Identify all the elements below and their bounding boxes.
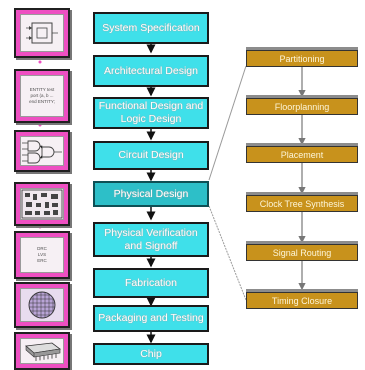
flow-label: Architectural Design [104,64,198,77]
step-partitioning: Partitioning [246,50,358,67]
flow-functional-logic-design: Functional Design and Logic Design [93,97,209,129]
flow-label: Fabrication [125,276,177,289]
step-timing-closure: Timing Closure [246,292,358,309]
thumb-chip [14,332,70,370]
step-label: Placement [280,149,324,160]
step-label: Signal Routing [272,247,332,258]
flow-label: Circuit Design [118,149,184,162]
flow-physical-verification-signoff: Physical Verification and Signoff [93,222,209,257]
thumb-block-diagram [14,8,70,58]
flow-label: System Specification [102,21,200,34]
step-label: Partitioning [279,53,325,64]
step-label: Floorplanning [274,101,330,112]
flow-chip: Chip [93,343,209,365]
flow-packaging-testing: Packaging and Testing [93,305,209,332]
thumb-logic-gates [14,130,70,172]
verification-icon: DRC LVS ERC [20,237,64,273]
flow-fabrication: Fabrication [93,268,209,298]
thumb-layout [14,182,70,226]
thumb-wafer [14,282,70,328]
wafer-icon [20,288,64,322]
erc-label: ERC [37,258,47,264]
lvs-label: LVS [37,251,47,257]
hdl-code-icon: ENTITY test port (a, b ... end ENTITY; [20,75,64,117]
step-floorplanning: Floorplanning [246,98,358,115]
thumb-verification: DRC LVS ERC [14,231,70,279]
flow-label: Functional Design and Logic Design [98,100,204,125]
thumb-connector-dot [38,60,42,64]
flow-label: Physical Verification and Signoff [104,226,198,252]
step-signal-routing: Signal Routing [246,244,358,261]
hdl-line-2: port (a, b ... [30,92,54,98]
flow-label: Physical Design [113,187,189,200]
flow-system-specification: System Specification [93,12,209,44]
hdl-line-1: ENTITY test [29,86,55,92]
layout-icon [20,188,64,220]
step-clock-tree-synthesis: Clock Tree Synthesis [246,195,358,212]
flow-architectural-design: Architectural Design [93,55,209,87]
thumb-connector-dot [38,225,42,229]
flow-physical-design: Physical Design [93,181,209,207]
thumb-connector-dot [38,123,42,127]
chip-icon [20,338,64,364]
flow-label: Packaging and Testing [98,312,204,325]
step-label: Clock Tree Synthesis [259,198,345,209]
block-diagram-icon [20,14,64,52]
expansion-line-top [208,65,247,181]
step-placement: Placement [246,146,358,163]
hdl-line-3: end ENTITY; [29,99,55,105]
thumb-hdl-code: ENTITY test port (a, b ... end ENTITY; [14,69,70,123]
expansion-line-bottom [208,205,247,301]
step-label: Timing Closure [271,295,333,306]
logic-gates-icon [20,136,64,166]
drc-label: DRC [37,245,47,251]
flow-label: Chip [140,347,162,360]
flow-circuit-design: Circuit Design [93,141,209,170]
